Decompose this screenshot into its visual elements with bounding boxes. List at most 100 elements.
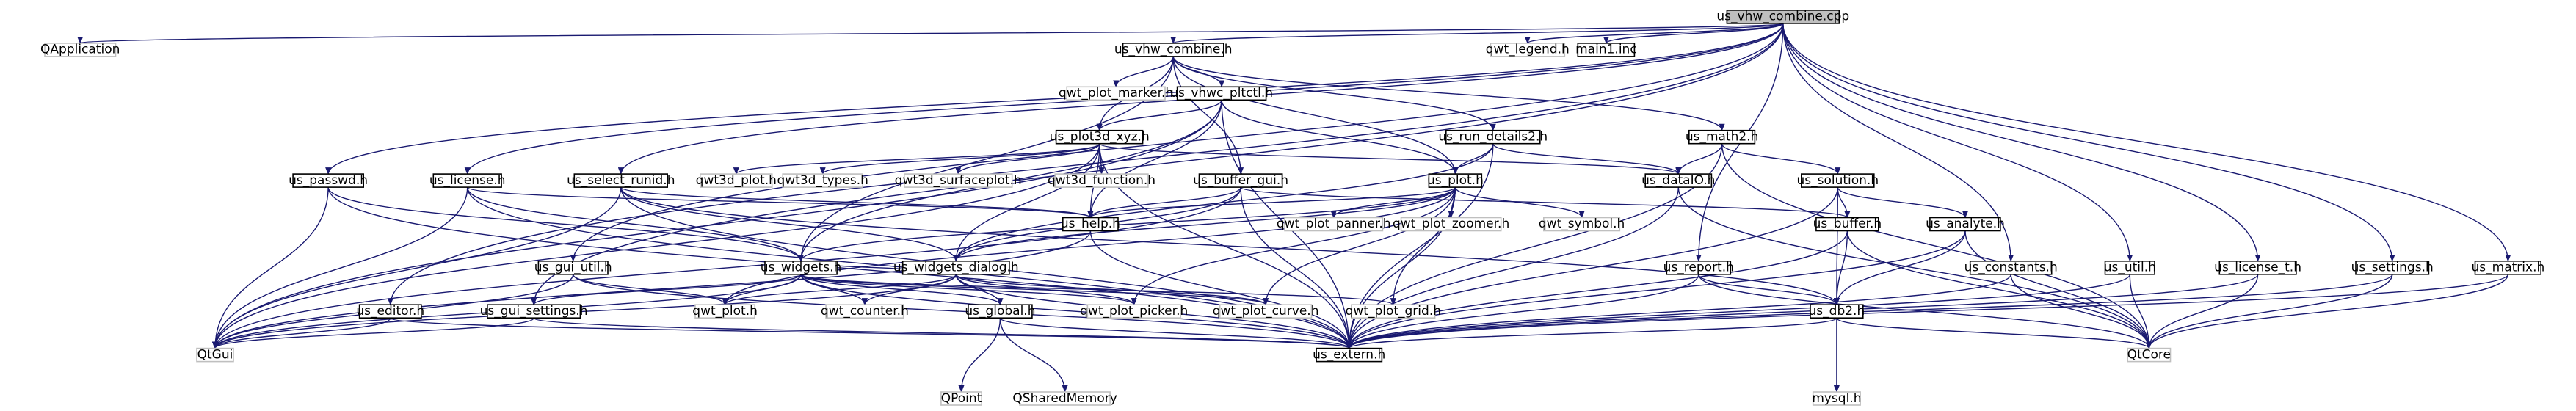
node-us-analyte[interactable]: us_analyte.h (1926, 217, 2005, 232)
edge-us-editor-to-QtGui (212, 317, 391, 349)
node-us-editor[interactable]: us_editor.h (356, 304, 424, 319)
node-qwt-counter: qwt_counter.h (821, 304, 909, 319)
node-us-constants[interactable]: us_constants.h (1964, 261, 2058, 275)
node-root[interactable]: us_vhw_combine.cpp (1716, 10, 1849, 24)
node-us-widgets[interactable]: us_widgets.h (761, 261, 842, 275)
node-us-gui-util[interactable]: us_gui_util.h (534, 261, 612, 275)
node-us-extern[interactable]: us_extern.h (1313, 347, 1385, 363)
node-label: us_select_runid.h (567, 173, 675, 188)
node-us-math2[interactable]: us_math2.h (1686, 129, 1759, 145)
edge-us-plot-to-us-widgets-dialog (953, 186, 1456, 262)
edge-us-analyte-to-QtCore (1964, 230, 2152, 349)
node-box (358, 304, 422, 319)
node-label: QPoint (941, 391, 982, 406)
edge-root-to-us-gui-settings (531, 23, 1784, 306)
node-label: us_global.h (965, 304, 1035, 319)
node-us-solution[interactable]: us_solution.h (1796, 173, 1879, 188)
node-box (1055, 129, 1144, 145)
node-us-license[interactable]: us_license.h (429, 173, 506, 188)
node-us-run-details2[interactable]: us_run_details2.h (1438, 129, 1548, 145)
edge-us-db2-to-QtCore (1836, 317, 2152, 349)
node-label: us_passwd.h (289, 173, 368, 188)
node-label: qwt_counter.h (821, 304, 909, 319)
edge-us-run-details2-to-us-dataIO (1492, 143, 1682, 175)
edge-us-widgets-to-qwt-plot-grid (800, 274, 1396, 306)
edge-us-plot-to-qwt-plot-picker (1131, 187, 1456, 306)
node-box (2127, 347, 2172, 363)
node-us-buffer[interactable]: us_buffer.h (1813, 217, 1882, 232)
node-box (1062, 217, 1119, 232)
node-qwt-legend: qwt_legend.h (1486, 43, 1570, 57)
edge-us-widgets-to-qwt-plot-picker (800, 274, 1137, 306)
node-label: qwt_plot_picker.h (1080, 304, 1188, 319)
node-qpoint: QPoint (940, 391, 983, 406)
edge-us-buffer-to-QtCore (1846, 230, 2152, 349)
node-us-vhw-combine-h[interactable]: us_vhw_combine.h (1114, 43, 1233, 57)
node-box (432, 173, 502, 188)
node-us-report[interactable]: us_report.h (1663, 261, 1734, 275)
edge-us-buffer-to-us-extern (1346, 230, 1848, 349)
node-main1[interactable]: main1.inc (1575, 43, 1637, 57)
node-us-matrix[interactable]: us_matrix.h (2472, 261, 2545, 275)
node-box (1316, 347, 1383, 363)
edge-us-report-to-us-db2 (1698, 274, 1840, 306)
node-label: qwt_plot_marker.h (1059, 86, 1173, 101)
edge-us-gui-util-to-qwt-plot (573, 274, 728, 306)
node-label: us_gui_util.h (534, 261, 612, 275)
edge-us-select-runid-to-us-db2 (620, 187, 1840, 306)
edge-us-math2-to-us-solution (1721, 143, 1841, 175)
node-us-select-runid[interactable]: us_select_runid.h (567, 173, 675, 188)
node-us-plot3d-xyz[interactable]: us_plot3d_xyz.h (1050, 129, 1150, 145)
edge-root-to-us-passwd (325, 23, 1784, 175)
node-label: QSharedMemory (1012, 391, 1117, 406)
edge-us-plot-to-us-extern (1346, 187, 1456, 349)
node-label: qwt3d_surfaceplot.h (895, 173, 1022, 188)
node-label: qwt3d_types.h (777, 173, 868, 188)
edge-us-widgets-dialog-to-qwt-counter (861, 274, 957, 306)
edge-us-widgets-to-us-extern (800, 274, 1352, 349)
edge-us-license-t-to-QtCore (2146, 274, 2259, 349)
node-qwt3d-types: qwt3d_types.h (777, 173, 868, 188)
edge-us-matrix-to-QtCore (2146, 274, 2509, 349)
node-us-buffer-gui[interactable]: us_buffer_gui.h (1193, 173, 1288, 188)
node-box (1815, 217, 1879, 232)
edge-us-plot-to-qwt-symbol (1454, 186, 1585, 219)
node-us-dataio[interactable]: us_dataIO.h (1641, 173, 1715, 188)
node-label: qwt_plot_grid.h (1346, 304, 1441, 319)
node-us-help[interactable]: us_help.h (1061, 217, 1120, 232)
node-box (2474, 260, 2541, 275)
node-us-db2[interactable]: us_db2.h (1809, 304, 1865, 319)
node-box (2104, 260, 2155, 275)
node-label: us_help.h (1061, 217, 1120, 231)
node-label: QtCore (2127, 347, 2171, 362)
node-label: us_extern.h (1313, 347, 1385, 362)
edge-us-plot-to-qwt-plot-panner (1330, 186, 1456, 219)
edge-us-plot-to-qwt-plot-curve (1263, 187, 1456, 306)
node-us-gui-settings[interactable]: us_gui_settings.h (480, 304, 588, 319)
edge-us-db2-to-us-extern (1346, 317, 1837, 349)
node-us-global[interactable]: us_global.h (965, 304, 1035, 319)
node-us-vhwc-pltctl[interactable]: us_vhwc_pltctl.h (1170, 86, 1273, 101)
edge-us-license-to-QtGui (212, 187, 468, 349)
node-box (487, 304, 581, 319)
node-us-widgets-dialog[interactable]: us_widgets_dialog.h (893, 261, 1019, 275)
node-us-util[interactable]: us_util.h (2104, 261, 2156, 275)
node-label: us_report.h (1663, 261, 1734, 275)
edge-us-plot3d-xyz-to-qwt3d-plot (733, 143, 1100, 175)
node-box (537, 260, 609, 275)
node-box (1198, 173, 1283, 188)
edge-us-buffer-to-us-db2 (1833, 230, 1848, 306)
node-us-settings[interactable]: us_settings.h (2351, 261, 2434, 275)
node-qtcore: QtCore (2127, 347, 2172, 363)
node-label: us_run_details2.h (1438, 129, 1548, 144)
node-us-plot[interactable]: us_plot.h (1427, 173, 1484, 188)
node-us-passwd[interactable]: us_passwd.h (289, 173, 368, 188)
node-qwt3d-plot: qwt3d_plot.h (696, 173, 777, 188)
node-box (1351, 304, 1436, 319)
node-qsharedmemory: QSharedMemory (1012, 391, 1117, 406)
node-label: us_widgets.h (761, 261, 842, 275)
node-box (1969, 260, 2053, 275)
edge-us-util-to-QtCore (2129, 274, 2152, 349)
node-us-license-t[interactable]: us_license_t.h (2214, 261, 2301, 275)
edge-us-vhwc-pltctl-to-us-help (1087, 100, 1222, 219)
